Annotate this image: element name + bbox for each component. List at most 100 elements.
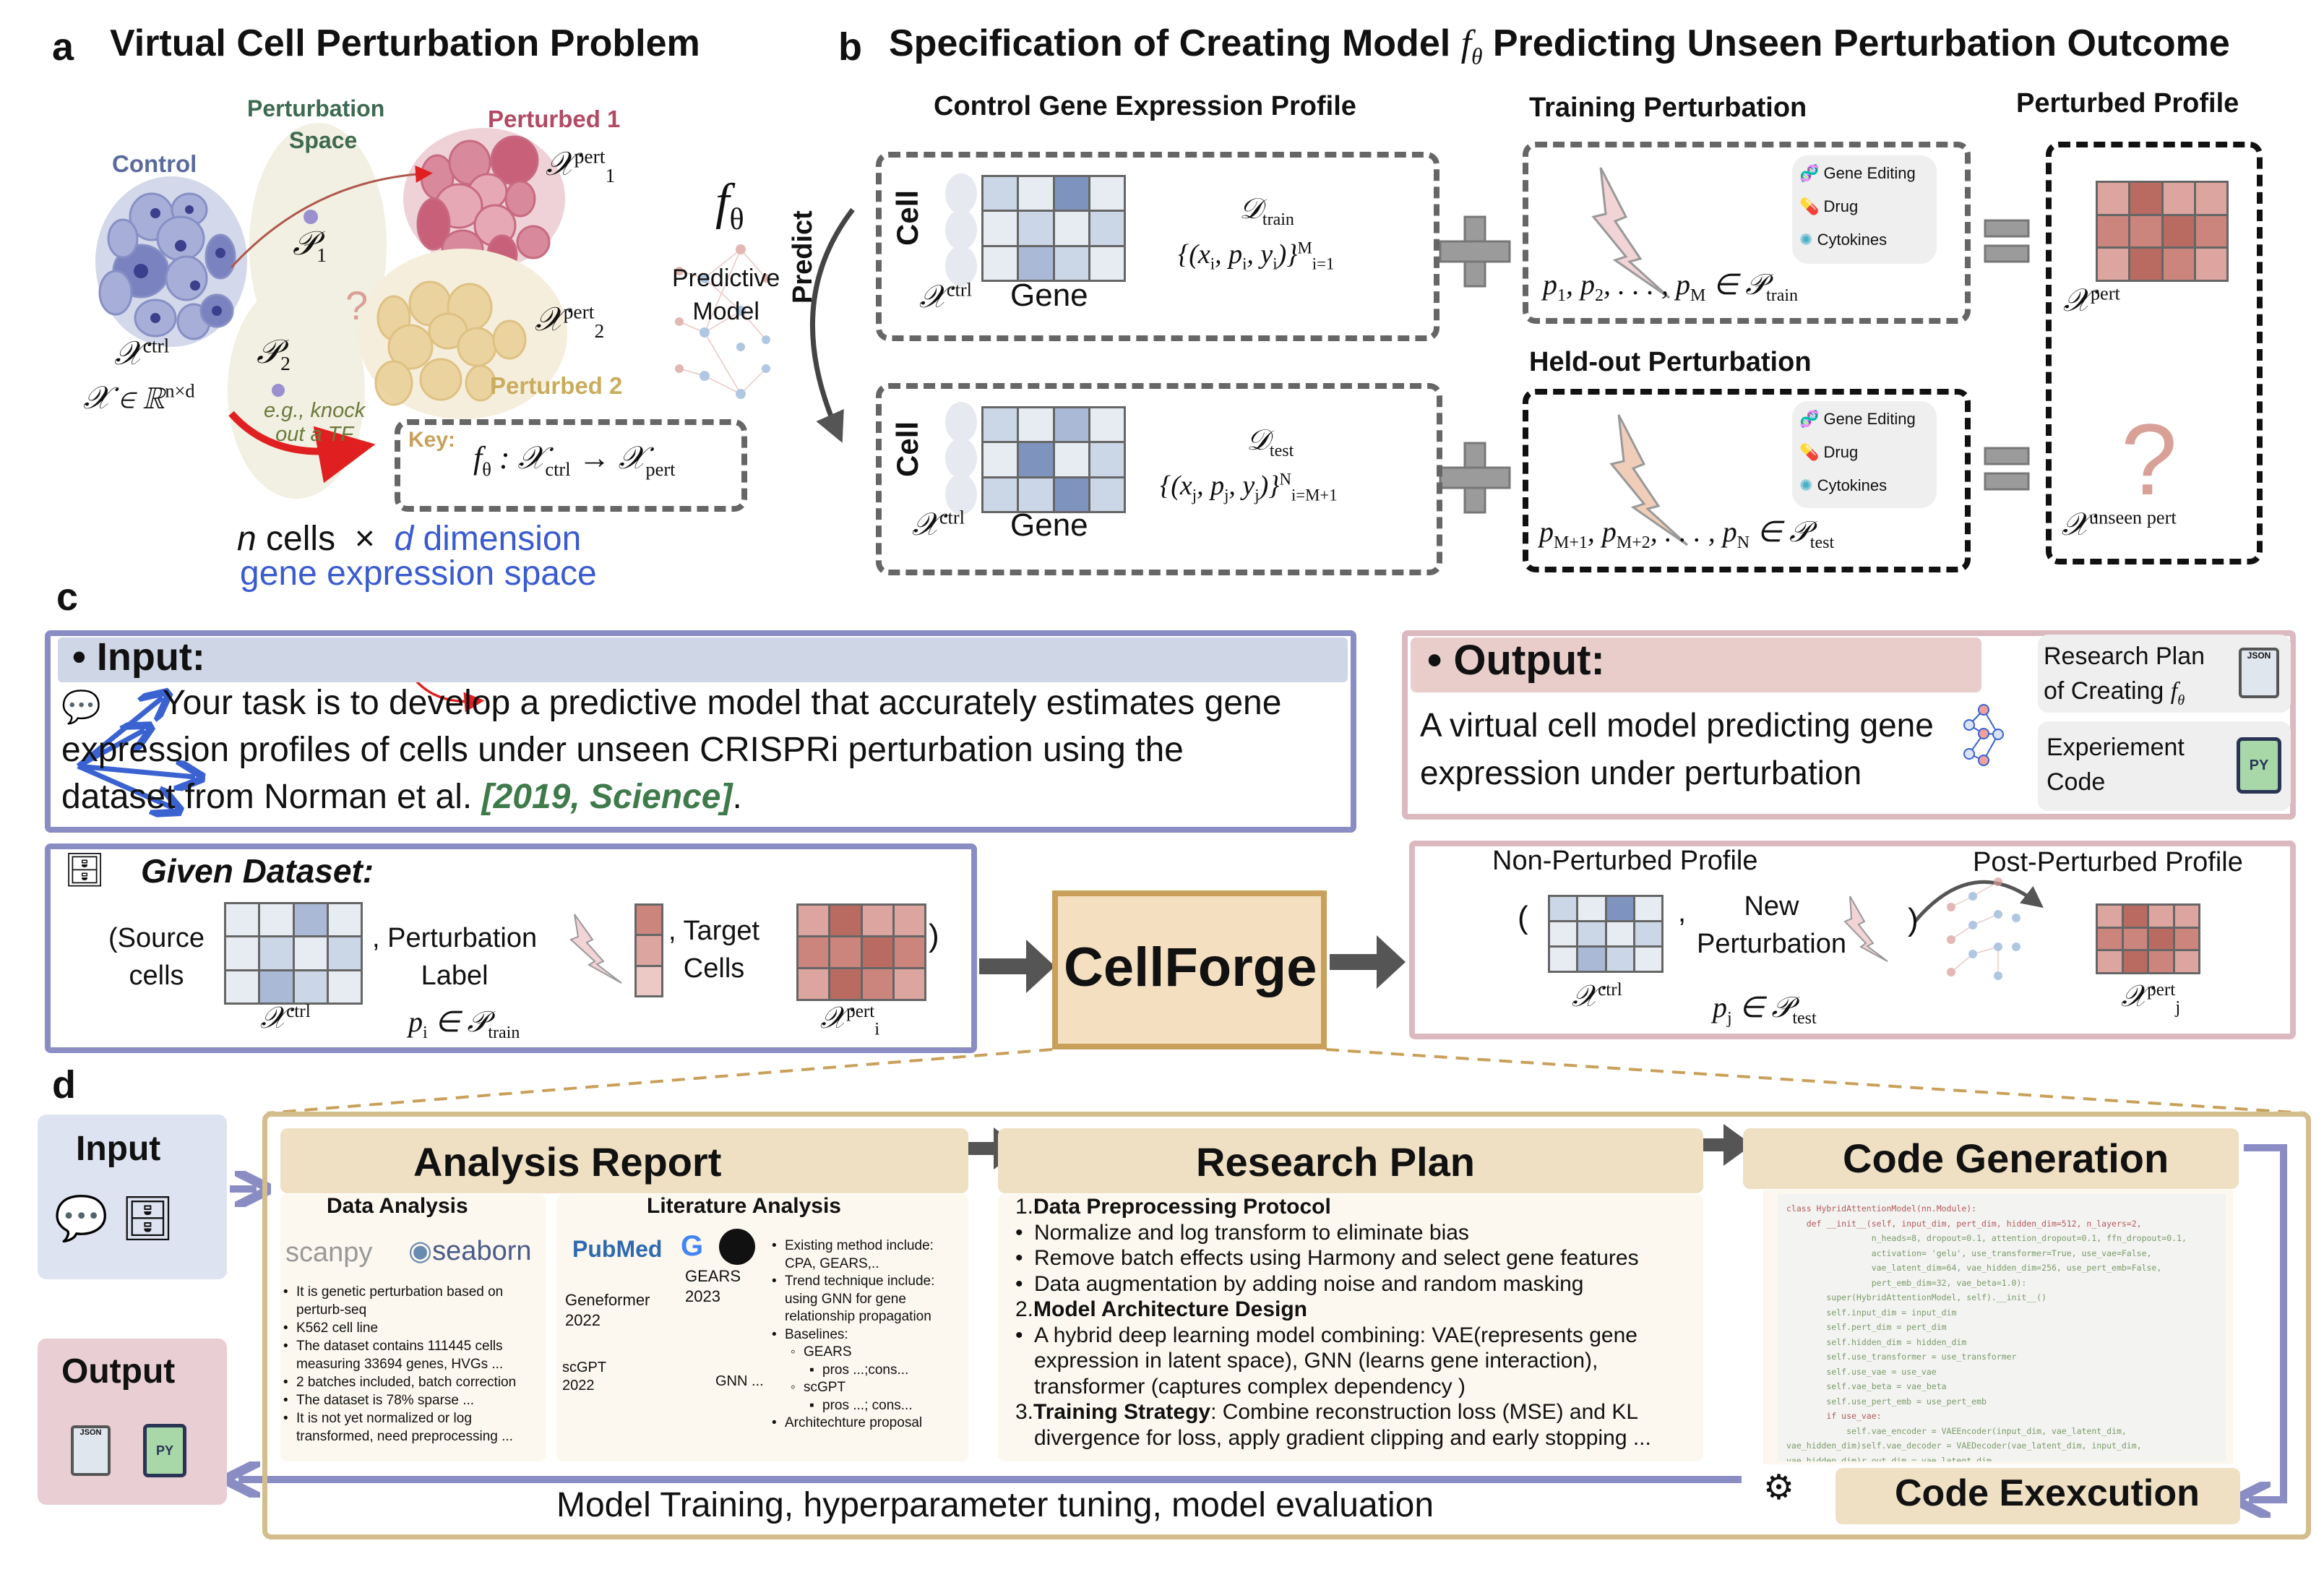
d-output-label: Output <box>61 1352 176 1391</box>
cellforge-label: CellForge <box>1064 937 1317 998</box>
type-drug: 💊 Drug <box>1799 197 1858 216</box>
code-line: super(HybridAttentionModel, self).__init… <box>1786 1292 2047 1302</box>
heatmap-cell <box>1019 246 1053 280</box>
ts-body: {(x <box>1178 239 1210 270</box>
bullet-mark: • <box>772 1326 777 1342</box>
kf-fsub: θ <box>482 458 491 480</box>
tt-m2: , y <box>1228 471 1255 501</box>
literature-analysis-title: Literature Analysis <box>647 1194 841 1218</box>
tt-i3: j <box>1254 486 1260 504</box>
xu-base: 𝒳 <box>2062 507 2089 542</box>
data-analysis-bullets: It is genetic perturbation based onpertu… <box>283 1283 516 1446</box>
heatmap-cell <box>1054 212 1088 245</box>
pl-2: Label <box>421 961 489 991</box>
xb-base: 𝒳 <box>919 279 947 314</box>
code-block: class HybridAttentionModel(nn.Module): d… <box>1778 1194 2226 1461</box>
plus-icon <box>1439 215 1511 514</box>
p1-base: 𝒫 <box>293 225 317 262</box>
xcc-base: 𝒳 <box>1572 980 1598 1013</box>
x-pert-b: 𝒳pert <box>2063 282 2120 319</box>
te-a: p <box>1539 515 1554 548</box>
perturbation-types-test: 🧬 Gene Editing 💊 Drug ✺ Cytokines <box>1792 401 1937 508</box>
dna-icon: 🧬 <box>1799 164 1820 182</box>
kf-f: f <box>473 440 483 476</box>
heatmap-cell <box>830 906 861 935</box>
input-heading-band <box>58 637 1348 682</box>
rp-f: f <box>2170 678 2178 705</box>
predict-arrow <box>810 207 855 443</box>
tp-b: , p <box>1566 268 1595 301</box>
citation-link[interactable]: [2019, Science] <box>481 778 733 816</box>
lightning-icon-test <box>1609 414 1689 546</box>
sc-1: (Source <box>108 923 205 953</box>
p1-arrow <box>230 165 433 269</box>
github-icon <box>719 1229 755 1265</box>
literature-bullet: ◦scGPT <box>772 1379 934 1397</box>
analysis-report-header <box>280 1128 968 1193</box>
pill-icon: 💊 <box>1799 443 1820 461</box>
tt-i2: j <box>1224 486 1229 504</box>
type-label: Drug <box>1823 197 1859 215</box>
p2-sub: 2 <box>280 352 290 375</box>
heatmap-cell <box>328 971 361 1002</box>
gear-bulb-icon: ⚙ <box>1763 1469 1795 1507</box>
google-scholar-logo: G <box>681 1230 704 1262</box>
heatmap-cell <box>984 177 1017 210</box>
heatmap-cell <box>226 937 259 969</box>
code-line: def __init__(self, input_dim, pert_dim, … <box>1786 1218 2142 1229</box>
example-line-1: e.g., knock <box>264 399 366 422</box>
tc-1: Target <box>683 916 760 946</box>
data-analysis-bullet: 2 batches included, batch correction <box>283 1373 516 1391</box>
gene-expression-space-label: gene expression space <box>240 554 597 593</box>
te-b: , p <box>1587 515 1617 548</box>
te-d: ∈ 𝒫 <box>1750 515 1810 548</box>
heatmap-cell <box>1090 246 1124 280</box>
x-pert1-base: 𝒳 <box>546 145 574 182</box>
heatmap-cell <box>1054 408 1088 442</box>
pb-title-sub: θ <box>1471 43 1483 69</box>
comma: , <box>668 916 676 946</box>
control-label: Control <box>112 150 197 177</box>
heatmap-cell <box>2163 183 2194 214</box>
np-1: New <box>1744 891 1799 922</box>
panel-c-letter: c <box>56 575 79 619</box>
code-line: self.use_pert_emb = use_pert_emb <box>1786 1396 1987 1407</box>
heatmap-cell <box>2163 249 2194 280</box>
json-file-icon: JSON <box>71 1425 111 1476</box>
heatmap-cell <box>2098 183 2129 214</box>
perturbed2-label: Perturbed 2 <box>490 372 623 399</box>
cytokine-icon: ✺ <box>1799 231 1813 249</box>
s1-num: 1. <box>1015 1195 1034 1219</box>
xcc-sup: ctrl <box>1598 980 1622 1000</box>
cellforge-box[interactable] <box>1052 890 1327 1049</box>
lightning-icon-c2 <box>1843 896 1888 962</box>
heatmap-cell <box>2195 249 2226 280</box>
python-file-icon: PY <box>143 1424 186 1477</box>
pi-in: ∈ 𝒫 <box>427 1005 489 1038</box>
data-analysis-bullet: The dataset is 78% sparse ... <box>283 1391 516 1409</box>
s2-bullet-cont: transformer (captures complex dependency… <box>1034 1374 1466 1399</box>
pb-title-f: f <box>1460 23 1472 64</box>
x-pert2: 𝒳pert2 <box>535 300 604 343</box>
heatmap-cell <box>260 904 293 936</box>
bullet-mark: • <box>772 1238 777 1253</box>
heatmap-cell <box>1019 443 1053 476</box>
heatmap-cell <box>328 904 361 936</box>
dna-icon: 🧬 <box>1799 410 1820 428</box>
python-file-icon: PY <box>2237 737 2281 794</box>
pi-p: p <box>408 1005 423 1038</box>
kf-ctrl: ctrl <box>545 458 571 480</box>
tp-b1: 2 <box>1595 286 1604 305</box>
heatmap-cell <box>1606 948 1633 971</box>
database-icon: 🗄 <box>120 1194 176 1242</box>
data-analysis-bullet: It is not yet normalized or logtransform… <box>283 1409 516 1446</box>
seaborn-icon: ◉ <box>408 1236 433 1266</box>
literature-bullet: ◦GEARS <box>772 1344 934 1362</box>
gnn-label: GNN ... <box>715 1373 764 1389</box>
heatmap-cell <box>1635 897 1661 920</box>
seaborn-text: seaborn <box>432 1236 532 1266</box>
tt-i1: j <box>1192 486 1197 504</box>
output-heading: • Output: <box>1427 637 1605 684</box>
